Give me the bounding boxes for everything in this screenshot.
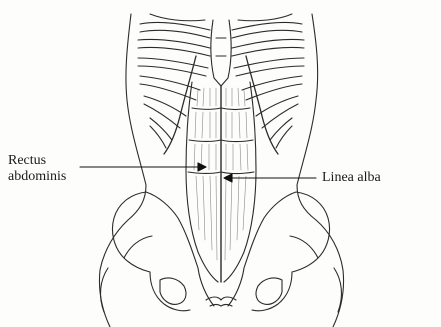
rectus-pointer-arrow [198,163,206,171]
rectus-abdominis-muscle [186,82,256,282]
rectus-label-line2: abdominis [8,169,88,185]
rib-cage-left [138,22,210,154]
pelvis-right [228,192,341,312]
sternum [211,20,231,86]
rib-cage-right [232,22,304,154]
upper-chest [150,14,292,21]
linea-alba-pointer-arrow [224,174,232,182]
label-pointers [80,163,316,182]
rectus-abdominis-label: Rectus abdominis [8,153,88,185]
linea-alba-label: Linea alba [322,170,381,186]
pelvis-left [101,192,214,312]
rectus-label-line1: Rectus [8,153,88,169]
